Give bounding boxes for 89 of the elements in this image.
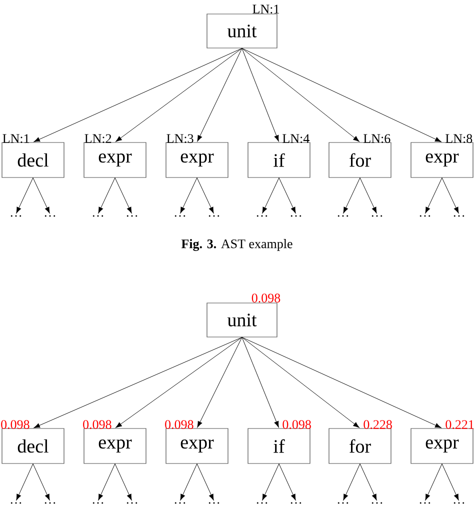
node-annotation: 0.221	[446, 420, 474, 429]
ellipsis-text: …	[256, 502, 268, 504]
ellipsis-text: …	[208, 215, 220, 217]
arrow	[114, 464, 132, 500]
node-annotation: 0.098	[83, 420, 112, 429]
ellipsis-text: …	[44, 215, 56, 217]
arrow	[425, 464, 442, 500]
arrow	[32, 464, 50, 500]
tree-node-box: if	[248, 428, 310, 464]
ellipsis-text: …	[290, 215, 302, 217]
ellipsis-text: …	[174, 215, 186, 217]
ellipsis-text: …	[290, 502, 302, 504]
arrow	[116, 337, 242, 428]
tree-node-box: unit	[206, 14, 278, 48]
arrow	[114, 178, 132, 214]
ellipsis-text: …	[454, 502, 464, 504]
node-annotation: LN:3	[166, 134, 194, 143]
tree-node-box: expr	[84, 428, 146, 464]
ellipsis-text: …	[92, 502, 104, 504]
tree-node-box: for	[328, 428, 392, 464]
ellipsis-text: …	[338, 502, 348, 504]
node-annotation: LN:1	[2, 134, 30, 143]
tree-node-box: expr	[410, 428, 474, 464]
arrow	[360, 178, 377, 214]
node-annotation: 0.098	[1, 420, 30, 429]
arrow	[196, 178, 214, 214]
node-annotation: LN:1	[252, 4, 279, 14]
ellipsis-text: …	[420, 215, 430, 217]
ellipsis-text: …	[208, 502, 220, 504]
arrow	[442, 178, 459, 214]
arrow	[242, 48, 360, 142]
figure-caption: Fig. 3. AST example	[181, 239, 292, 251]
arrow	[180, 178, 198, 214]
node-annotation: 0.098	[252, 294, 280, 302]
arrow	[425, 178, 442, 214]
arrow	[442, 464, 459, 500]
tree-node-box: if	[248, 142, 310, 178]
ellipsis-text: …	[10, 502, 22, 504]
arrow	[262, 178, 280, 214]
arrow	[180, 464, 198, 500]
ellipsis-text: …	[338, 215, 348, 217]
arrow	[98, 178, 116, 214]
node-annotation: LN:4	[282, 134, 310, 143]
arrow	[242, 48, 279, 142]
node-annotation: 0.098	[282, 420, 311, 429]
arrow	[197, 337, 242, 428]
arrow	[196, 464, 214, 500]
tree-node-box: decl	[2, 142, 64, 178]
arrow	[34, 337, 242, 428]
arrow	[360, 464, 377, 500]
arrow	[98, 464, 116, 500]
node-annotation: 0.228	[364, 420, 392, 429]
ellipsis-text: …	[372, 215, 382, 217]
ellipsis-text: …	[10, 215, 22, 217]
ellipsis-text: …	[92, 215, 104, 217]
arrow	[242, 48, 442, 142]
ellipsis-text: …	[44, 502, 56, 504]
ellipsis-text: …	[174, 502, 186, 504]
arrow	[242, 337, 442, 428]
node-annotation: LN:2	[84, 134, 112, 143]
arrow	[16, 178, 34, 214]
arrow	[197, 48, 242, 142]
arrow	[262, 464, 280, 500]
ellipsis-text: …	[126, 502, 138, 504]
node-annotation: 0.098	[165, 420, 194, 429]
arrow	[34, 48, 242, 142]
tree-node-box: expr	[166, 142, 228, 178]
ellipsis-text: …	[420, 502, 430, 504]
arrow	[343, 464, 360, 500]
arrow	[242, 337, 360, 428]
ellipsis-text: …	[454, 215, 464, 217]
arrow	[116, 48, 242, 142]
tree-node-box: expr	[84, 142, 146, 178]
tree-node-box: expr	[166, 428, 228, 464]
tree-node-box: unit	[206, 302, 278, 338]
node-annotation: LN:6	[364, 134, 390, 143]
ellipsis-text: …	[372, 502, 382, 504]
ellipsis-text: …	[256, 215, 268, 217]
ellipsis-text: …	[126, 215, 138, 217]
arrow	[32, 178, 50, 214]
tree-node-box: for	[328, 142, 392, 178]
arrow	[278, 178, 296, 214]
node-annotation: LN:8	[446, 134, 472, 143]
arrow	[16, 464, 34, 500]
tree-node-box: decl	[2, 428, 64, 464]
arrow	[278, 464, 296, 500]
arrow	[242, 337, 279, 428]
tree-node-box: expr	[410, 142, 474, 178]
arrow	[343, 178, 360, 214]
